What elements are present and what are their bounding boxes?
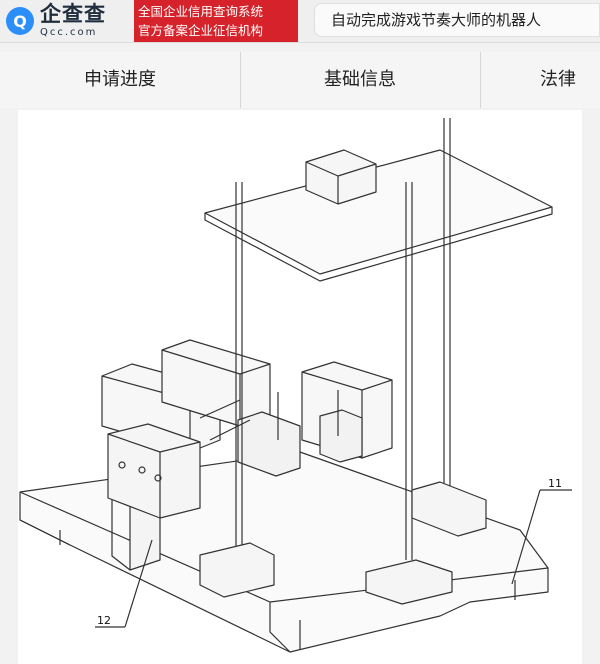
tab-bar: 申请进度 基础信息 法律: [0, 52, 600, 108]
robot-isometric-drawing: 11 12: [19, 118, 572, 653]
top-bar: Q 企查查 Qcc.com 全国企业信用查询系统 官方备案企业征信机构 自动完成…: [0, 0, 600, 43]
tab-application-progress[interactable]: 申请进度: [0, 52, 241, 108]
tab-basic-info[interactable]: 基础信息: [240, 52, 481, 108]
logo-title: 企查查: [40, 2, 106, 26]
callout-11: 11: [548, 477, 562, 490]
qcc-logo[interactable]: Q 企查查 Qcc.com: [0, 0, 134, 42]
banner-line-2: 官方备案企业征信机构: [138, 23, 264, 38]
patent-drawing: 11 12: [18, 110, 582, 664]
logo-subtitle: Qcc.com: [40, 27, 98, 38]
promo-banner: 全国企业信用查询系统 官方备案企业征信机构: [134, 0, 298, 42]
qcc-logo-icon: Q: [6, 7, 34, 35]
tab-legal[interactable]: 法律: [540, 69, 576, 90]
banner-line-1: 全国企业信用查询系统: [138, 4, 264, 19]
callout-12: 12: [97, 614, 111, 627]
search-query-box[interactable]: 自动完成游戏节奏大师的机器人: [314, 3, 600, 37]
